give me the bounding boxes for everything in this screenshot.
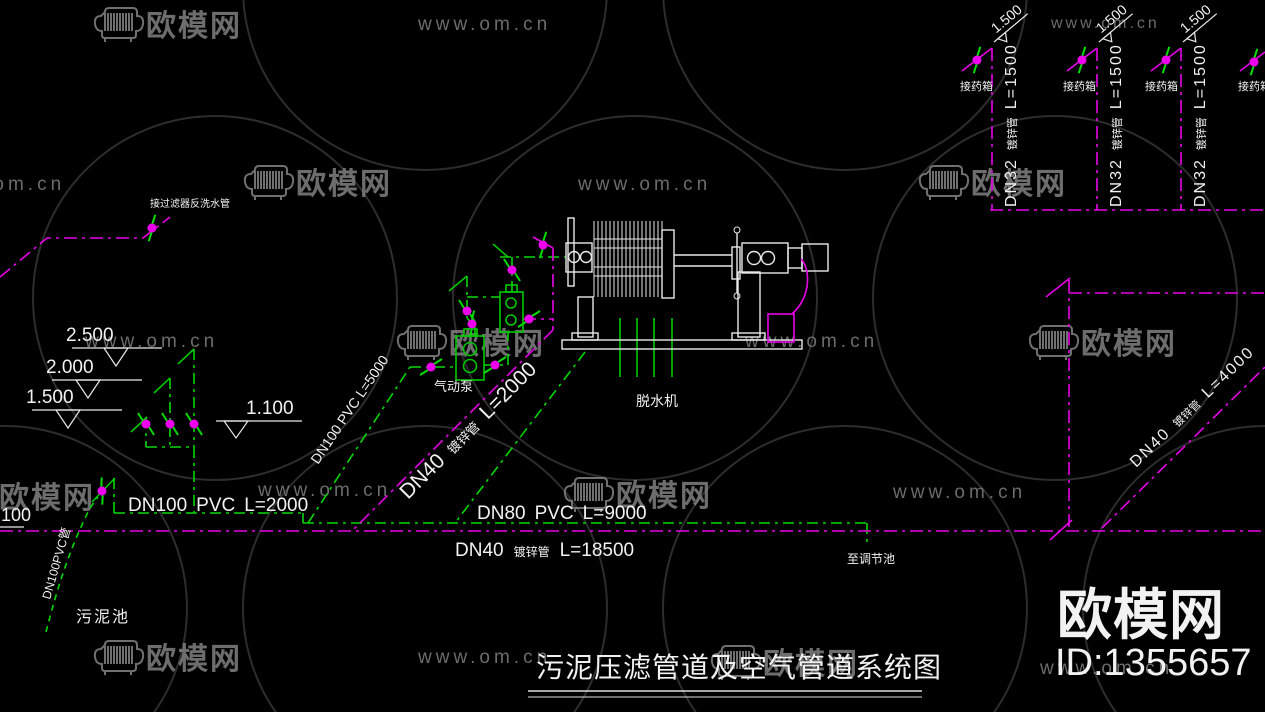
site-name: 欧模网 — [1057, 584, 1225, 646]
valves — [88, 45, 1265, 506]
svg-text:欧模网: 欧模网 — [763, 648, 859, 681]
svg-text:www.om.cn: www.om.cn — [0, 174, 65, 195]
svg-text:欧模网: 欧模网 — [616, 480, 712, 513]
elevation-riser-3: 1.500 — [1177, 1, 1218, 43]
elevation-edge-partial: 100 — [0, 505, 31, 528]
pneumatic-pump-lower — [455, 328, 485, 381]
equipment-annotations: 接过滤器反洗水管 气动泵 脱水机 污泥池 至调节池 接药箱 接药箱 接药箱 接药… — [76, 79, 1265, 626]
svg-text:1.100: 1.100 — [246, 398, 294, 419]
svg-text:www.om.cn: www.om.cn — [417, 647, 551, 668]
label-dn40-right: DN40镀锌管L=4000 — [1127, 344, 1258, 471]
svg-text:www.om.cn: www.om.cn — [892, 482, 1026, 503]
watermark-brand: 欧模网 — [146, 10, 242, 43]
label-backwash: 接过滤器反洗水管 — [150, 197, 230, 210]
label-dosing-box-4: 接药箱 — [1238, 79, 1265, 93]
label-pneumatic-pump: 气动泵 — [434, 379, 473, 394]
air-piping-magenta — [0, 47, 1265, 541]
svg-text:www.om.cn: www.om.cn — [744, 331, 878, 352]
filter-press-machine — [561, 217, 829, 350]
svg-text:欧模网: 欧模网 — [146, 643, 242, 676]
air-right-branch — [1101, 366, 1265, 529]
svg-text:www.om.cn: www.om.cn — [1039, 658, 1173, 679]
label-sludge-pool: 污泥池 — [76, 608, 130, 626]
label-dewatering-machine: 脱水机 — [636, 393, 678, 409]
svg-text:欧模网: 欧模网 — [0, 482, 95, 515]
label-dosing-box-2: 接药箱 — [1063, 79, 1096, 93]
svg-text:www.om.cn: www.om.cn — [257, 480, 391, 501]
svg-text:1.500: 1.500 — [988, 1, 1025, 36]
watermark-urls: www.om.cn www.om.cn www.om.cn www.om.cn … — [0, 14, 1173, 679]
drawing-title: 污泥压滤管道及空气管道系统图 — [536, 652, 942, 683]
drawing-title-block: 污泥压滤管道及空气管道系统图 — [528, 652, 942, 698]
svg-text:欧模网: 欧模网 — [1081, 328, 1177, 361]
svg-text:1.500: 1.500 — [26, 387, 74, 408]
svg-text:www.om.cn: www.om.cn — [577, 174, 711, 195]
svg-text:欧模网: 欧模网 — [296, 168, 392, 201]
label-suction-pipe: DN100PVC管 — [38, 526, 73, 601]
watermark-logos: 欧模网 欧模网 欧模网 欧模网 欧模网 欧模网 欧模网 欧模网 欧模网 — [0, 7, 1177, 681]
control-box — [767, 313, 795, 343]
elevation-marks: 2.500 2.000 1.500 1.100 100 1.500 1.500 — [0, 1, 1218, 528]
elevation-1100: 1.100 — [216, 398, 302, 440]
label-dn32-riser-3: DN32镀锌管L=1500 — [1192, 43, 1209, 207]
plate-stack — [593, 221, 663, 297]
svg-text:1.500: 1.500 — [1177, 1, 1214, 36]
label-dosing-box-3: 接药箱 — [1145, 79, 1178, 93]
svg-text:www.om.cn: www.om.cn — [1050, 15, 1160, 32]
label-dn100-riser: DN100 PVC L=5000 — [307, 352, 392, 467]
label-to-regulating-pool: 至调节池 — [847, 552, 895, 566]
svg-text:www.om.cn: www.om.cn — [84, 331, 218, 352]
control-cable — [791, 258, 809, 315]
label-dn32-riser-1: DN32镀锌管L=1500 — [1003, 43, 1020, 207]
svg-text:欧模网: 欧模网 — [971, 168, 1067, 201]
label-dn32-riser-2: DN32镀锌管L=1500 — [1108, 43, 1125, 207]
site-branding: 欧模网 ID:1355657 — [1055, 584, 1252, 684]
pneumatic-pump-upper — [499, 284, 524, 333]
elevation-1500: 1.500 — [26, 387, 122, 430]
backwash-pipe — [0, 216, 171, 278]
svg-text:100: 100 — [1, 505, 31, 525]
label-dosing-box-1: 接药箱 — [960, 79, 993, 93]
svg-text:2.000: 2.000 — [46, 357, 94, 378]
svg-text:www.om.cn: www.om.cn — [417, 14, 551, 35]
svg-text:2.500: 2.500 — [66, 325, 114, 346]
elevation-2500: 2.500 — [66, 325, 162, 368]
elevation-2000: 2.000 — [46, 357, 142, 400]
model-id: ID:1355657 — [1055, 642, 1252, 684]
